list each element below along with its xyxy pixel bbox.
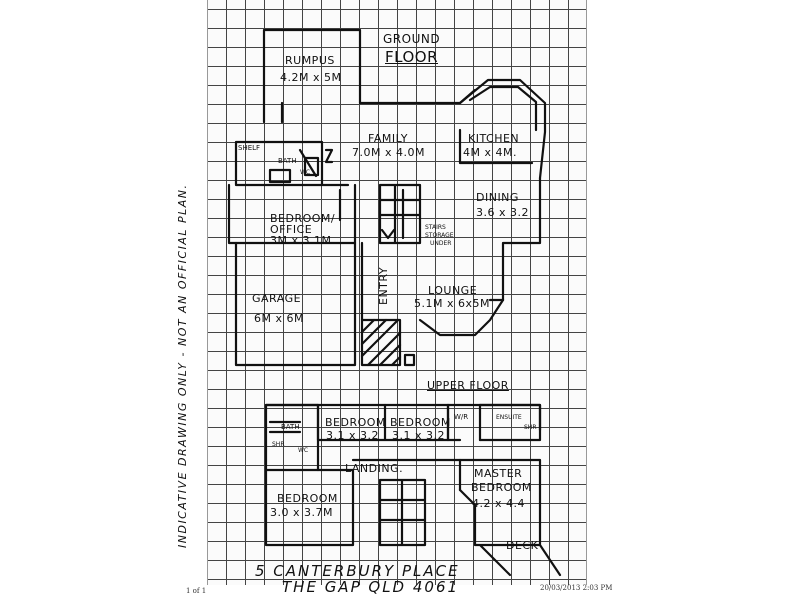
- dining-size: 3.6 x 3.2: [476, 206, 529, 219]
- ensuite-shower-label: SHR: [524, 424, 537, 431]
- upper-shr-label: SHR: [272, 441, 285, 448]
- stairs: [378, 183, 422, 245]
- upper-bedrooms: [316, 403, 462, 442]
- hatched-porch: [360, 318, 402, 367]
- rumpus-label: RUMPUS: [285, 54, 335, 67]
- shelf-label: SHELF: [238, 144, 261, 152]
- bedroom1-label: BEDROOM: [325, 416, 386, 429]
- print-timestamp: 20/03/2013 2:03 PM: [540, 584, 613, 592]
- upper-floor-heading: UPPER FLOOR: [427, 379, 509, 392]
- dining-label: DINING: [476, 191, 519, 204]
- deck-label: DECK: [506, 539, 539, 552]
- bath-walls: [234, 140, 350, 187]
- dining-right-wall: [501, 176, 542, 302]
- stairs-arrow: [380, 228, 396, 240]
- lounge-size: 5.1M x 6x5M: [414, 297, 490, 310]
- kitchen-bay: [458, 78, 547, 180]
- wir-label: W/R: [454, 413, 469, 421]
- upper-ensuite: [478, 403, 542, 442]
- upper-bath: [264, 403, 320, 472]
- master-walls: [458, 458, 562, 577]
- garage-walls: [234, 241, 357, 367]
- bedroom-office-size: 3M x 3.1M: [270, 234, 332, 247]
- stairs-note-2: STORAGE: [425, 232, 454, 239]
- rumpus-bottom-wall: [262, 101, 284, 124]
- upper-bath-label: BATH: [281, 423, 300, 431]
- address-line-2: THE GAP QLD 4061: [282, 578, 460, 596]
- family-label: FAMILY: [368, 132, 408, 145]
- porch-post: [403, 353, 416, 367]
- lounge-label: LOUNGE: [428, 284, 478, 297]
- master-size: 4.2 x 4.4: [472, 497, 525, 510]
- address-line-1: 5 CANTERBURY PLACE: [255, 562, 460, 580]
- bath-label: BATH: [278, 157, 297, 165]
- grid-paper: [207, 0, 587, 585]
- bedroom-office-walls: [227, 183, 357, 245]
- kitchen-label: KITCHEN: [468, 132, 520, 145]
- bath-fixtures: [268, 156, 320, 184]
- master-label-1: MASTER: [474, 467, 523, 480]
- family-size: 7.0M x 4.0M: [352, 146, 425, 159]
- upper-wc-label: WC: [298, 447, 309, 454]
- bath-door: [324, 148, 334, 164]
- top-wall: [358, 88, 477, 105]
- bedroom2-size: 3.1 x 3.2: [392, 429, 445, 442]
- bedroom-office-label-2: OFFICE: [270, 223, 313, 236]
- upper-landing: [351, 458, 462, 492]
- wc-label: WC: [300, 169, 311, 176]
- landing-label: LANDING.: [345, 462, 404, 475]
- bedroom1-size: 3.1 x 3.2: [326, 429, 379, 442]
- bedroom3-label: BEDROOM: [277, 492, 338, 505]
- ensuite-label: ENSUITE: [496, 414, 522, 421]
- rumpus-size: 4.2M x 5M: [280, 71, 342, 84]
- garage-label: GARAGE: [252, 292, 302, 305]
- lounge-walls: [360, 241, 505, 337]
- upper-wir: [446, 403, 482, 442]
- stairs-note-3: UNDER: [430, 240, 452, 247]
- page-count: 1 of 1: [186, 587, 207, 595]
- bedroom2-label: BEDROOM: [390, 416, 451, 429]
- disclaimer-note: INDICATIVE DRAWING ONLY - NOT AN OFFICIA…: [176, 183, 189, 548]
- kitchen-size: 4M x 4M.: [463, 146, 517, 159]
- garage-size: 6M x 6M: [254, 312, 304, 325]
- upper-stairs: [378, 478, 427, 547]
- ground-floor-heading-1: GROUND: [383, 32, 441, 46]
- rumpus-walls: [262, 28, 362, 105]
- bedroom-office-label: BEDROOM/: [270, 212, 336, 225]
- master-label-2: BEDROOM: [471, 481, 532, 494]
- bedroom3-size: 3.0 x 3.7M: [270, 506, 333, 519]
- entry-label: ENTRY: [377, 266, 390, 305]
- paper-edge: [207, 0, 587, 585]
- kitchen-counter: [458, 128, 534, 165]
- stairs-note-1: STAIRS: [425, 224, 446, 231]
- ground-floor-heading-2: FLOOR: [385, 48, 438, 66]
